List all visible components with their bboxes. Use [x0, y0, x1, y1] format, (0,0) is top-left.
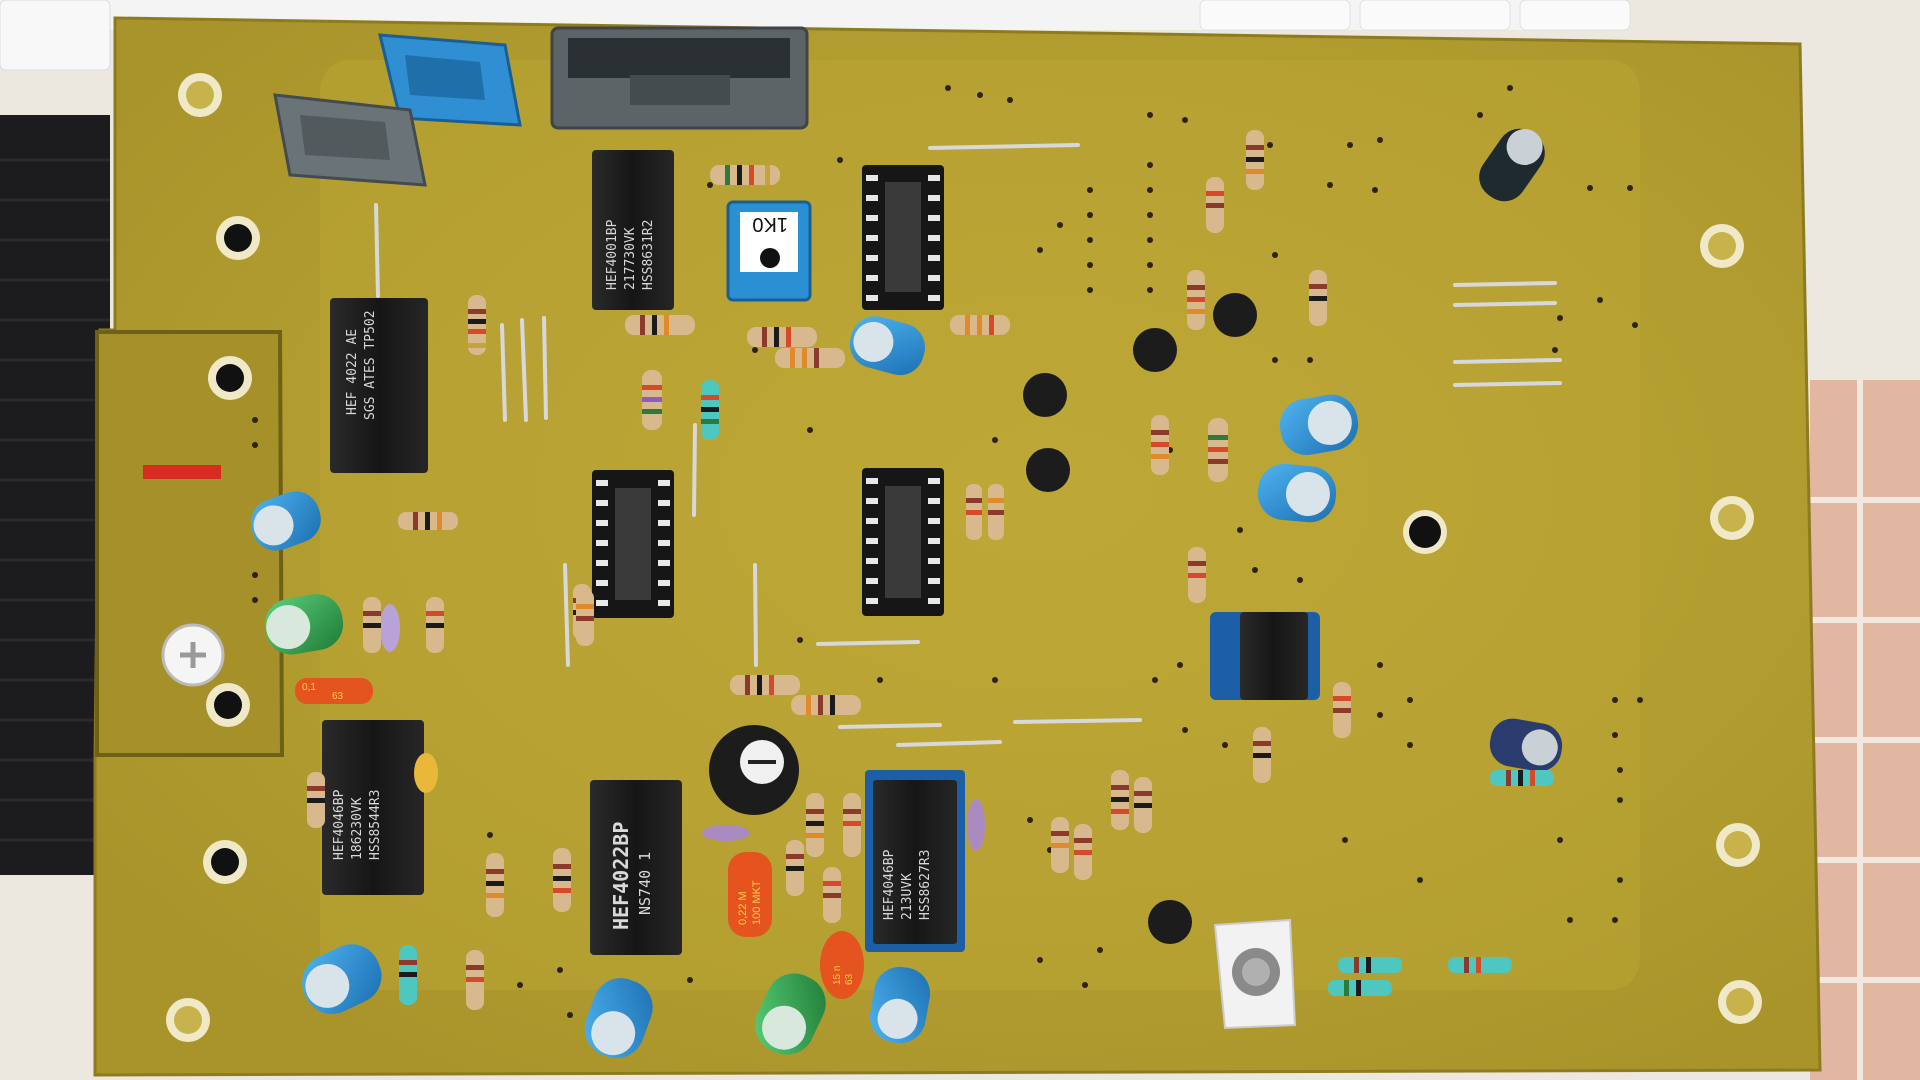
- ic-dip8: [1210, 612, 1320, 700]
- ic-socket-2: [592, 470, 674, 618]
- cap-01-line2: 63: [332, 691, 344, 702]
- black-foam: [0, 115, 110, 875]
- ic-socket-3: [862, 468, 944, 616]
- cap-15n-line1: 15 n: [832, 966, 843, 985]
- film-capacitor-022: 0,22 M 100 MKT: [728, 852, 772, 937]
- ic-u5-line2: 213UVK: [900, 873, 915, 920]
- trimmer-1k0: 1K0: [726, 200, 812, 302]
- trimmer-label: 1K0: [752, 213, 788, 235]
- ic-socket-1: [862, 165, 944, 310]
- ic-u3-hef4046bp: HEF4046BP 186230VK HSS8544R3: [322, 720, 424, 895]
- wire-links: [374, 143, 1562, 747]
- jumper-blue: [378, 33, 522, 127]
- red-marker: [143, 465, 221, 479]
- mounting-screw: [161, 623, 225, 687]
- transistors: [1023, 293, 1257, 944]
- ic-u5-line1: HEF4046BP: [882, 849, 897, 920]
- ribbon-header: [550, 26, 809, 130]
- ic-u4-line1: HEF4022BP: [609, 822, 633, 930]
- jumper-gray: [273, 93, 427, 187]
- socket-pins: [596, 175, 940, 606]
- film-capacitor-01: 0,1 63: [295, 678, 373, 704]
- cap-01-line1: 0,1: [302, 682, 316, 693]
- ic-u2-hef4022ae: HEF 4022 AE SGS ATES TP502: [330, 298, 428, 473]
- ic-u4-hef4022bp: HEF4022BP NS740 1: [590, 780, 682, 955]
- floor-tiles: [1810, 380, 1920, 1080]
- resistors: [307, 130, 1554, 1010]
- ic-u1-line1: HEF4001BP: [605, 219, 620, 290]
- board-cutout: [95, 330, 285, 757]
- trimmer-white: [1213, 918, 1297, 1030]
- ic-u3-line1: HEF4046BP: [332, 789, 347, 860]
- ic-u4-line2: NS740 1: [636, 852, 654, 915]
- ic-u2-line1: HEF 4022 AE: [345, 329, 360, 415]
- ceramic-capacitors: [380, 604, 985, 851]
- cap-022-line2: 100 MKT: [751, 880, 763, 925]
- ic-u1-line3: HSS8631R2: [641, 220, 656, 290]
- cap-022-line1: 0,22 M: [737, 891, 749, 925]
- ic-u5-line3: HSS8627R3: [918, 850, 933, 920]
- cap-15n-line2: 63: [844, 973, 855, 985]
- ic-u1-hef4001bp: HEF4001BP 217730VK HSS8631R2: [592, 150, 674, 310]
- trimmer-black: [709, 725, 799, 815]
- ic-u3-line3: HSS8544R3: [368, 790, 383, 860]
- electrolytic-capacitors: [250, 128, 1563, 1059]
- ic-u3-line2: 186230VK: [350, 797, 365, 860]
- ic-u1-line2: 217730VK: [623, 227, 638, 290]
- film-capacitor-15n: 15 n 63: [820, 931, 864, 999]
- foam-texture: [0, 158, 110, 842]
- mounting-holes: [166, 73, 1762, 1042]
- ic-u5-hef4046bp: HEF4046BP 213UVK HSS8627R3: [865, 770, 965, 952]
- ic-u2-line2: SGS ATES TP502: [363, 310, 378, 420]
